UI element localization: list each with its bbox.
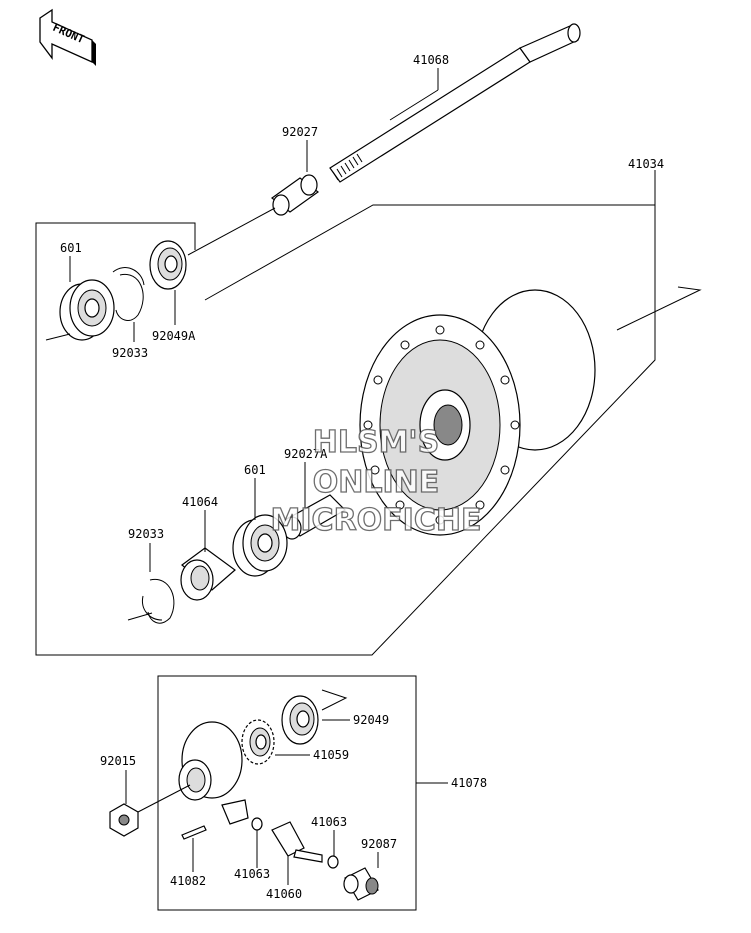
label-41059: 41059 (313, 748, 349, 762)
leader-lines (69, 68, 656, 885)
bearing-axis-line (45, 333, 71, 341)
bushing-92087 (343, 867, 379, 901)
lower-group-outline (157, 675, 417, 911)
axle-nut-92015 (109, 803, 139, 837)
label-41082: 41082 (170, 874, 206, 888)
bearing-601-lower (232, 514, 288, 577)
label-41063-right: 41063 (311, 815, 347, 829)
watermark-line3: MICROFICHE (271, 503, 482, 538)
bearing-601-upper (59, 279, 115, 341)
watermark-line1: HLSM'S (313, 425, 439, 460)
circlip-92033-lower (141, 578, 175, 624)
label-601-lower: 601 (244, 463, 266, 477)
upper-group-outline (35, 204, 656, 656)
label-41078: 41078 (451, 776, 487, 790)
meter-gear-housing-41078 (178, 721, 249, 825)
label-601-upper: 601 (60, 241, 82, 255)
watermark-line2: ONLINE (313, 465, 440, 500)
gear-41059 (241, 719, 275, 765)
label-92049: 92049 (353, 713, 389, 727)
label-41068: 41068 (413, 53, 449, 67)
label-41064: 41064 (182, 495, 218, 509)
label-92027A: 92027A (284, 447, 328, 461)
label-92049A: 92049A (152, 329, 196, 343)
label-92033-lower: 92033 (128, 527, 164, 541)
circlip-92033-upper (112, 267, 145, 321)
spacer-92027 (270, 174, 320, 216)
wheel-hub-41034 (359, 289, 596, 536)
label-92015: 92015 (100, 754, 136, 768)
washer-41063-right (327, 855, 339, 869)
label-92087: 92087 (361, 837, 397, 851)
pin-41082 (181, 825, 207, 840)
spacer-92027A (282, 494, 346, 540)
front-arrow-icon: FRONT (39, 8, 96, 66)
label-92033-upper: 92033 (112, 346, 148, 360)
label-41063-left: 41063 (234, 867, 270, 881)
axle-41068 (329, 23, 581, 183)
collar-41064 (180, 547, 236, 601)
oil-seal-92049A (149, 240, 187, 290)
oil-seal-92049 (281, 695, 319, 745)
label-92027: 92027 (282, 125, 318, 139)
label-41034: 41034 (628, 157, 664, 171)
pinion-shaft-41060 (271, 821, 323, 863)
seal-axis-line (321, 689, 348, 711)
lower-axis-line (127, 612, 153, 621)
hub-axis-line (616, 286, 702, 331)
label-41060: 41060 (266, 887, 302, 901)
washer-41063-left (251, 817, 263, 831)
